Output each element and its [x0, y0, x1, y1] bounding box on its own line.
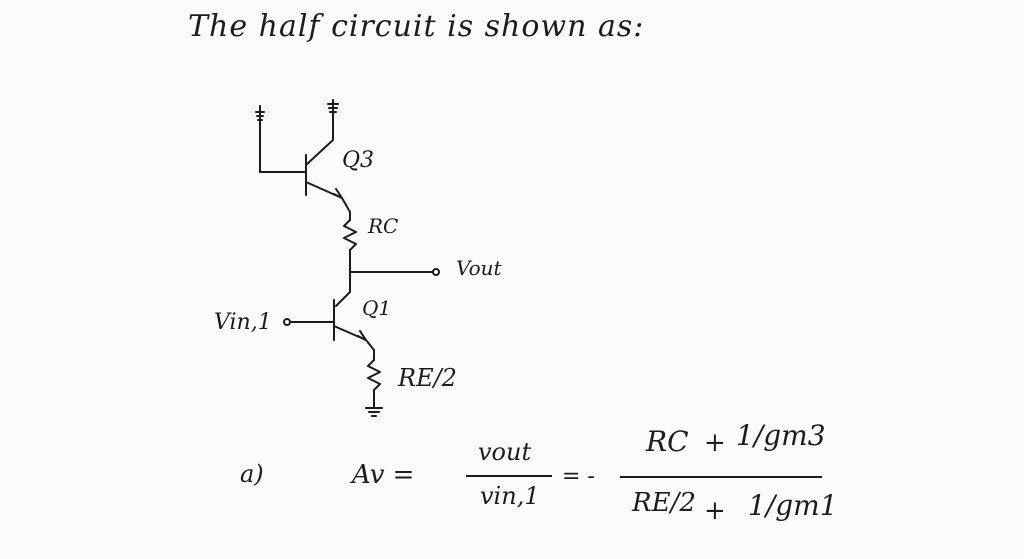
numerator-plus: +	[704, 428, 726, 458]
supply-symbol-left	[255, 105, 265, 127]
vout-label: Vout	[456, 256, 502, 280]
part-label: a)	[240, 460, 264, 488]
supply-symbol-right	[327, 99, 339, 129]
q1-emitter-wire	[365, 339, 375, 361]
q3-base-wire	[259, 125, 306, 173]
transistor-q3	[305, 127, 343, 199]
output-terminal	[432, 268, 440, 276]
av-lhs: Av =	[352, 460, 415, 490]
ground-symbol	[365, 407, 383, 417]
q3-emitter-wire	[341, 197, 351, 221]
numerator-rc: RC	[646, 425, 689, 458]
re-label: RE/2	[398, 364, 457, 392]
q1-label: Q1	[362, 296, 392, 320]
denominator-gm1: 1/gm1	[748, 489, 838, 522]
denominator-re: RE/2	[632, 488, 696, 518]
resistor-rc	[343, 219, 357, 273]
equals-minus: = -	[562, 464, 595, 489]
ratio-numerator: vout	[478, 438, 532, 466]
q1-collector-wire	[335, 271, 351, 307]
main-fraction-bar	[620, 476, 822, 478]
ratio-fraction-bar	[466, 475, 552, 477]
vin-label: Vin,1	[214, 310, 272, 335]
rc-label: RC	[368, 214, 399, 238]
numerator-gm3: 1/gm3	[736, 419, 826, 452]
resistor-re	[367, 359, 381, 409]
page-title: The half circuit is shown as:	[188, 9, 645, 44]
q3-label: Q3	[342, 148, 375, 173]
ratio-denominator: vin,1	[480, 482, 540, 510]
denominator-plus: +	[704, 496, 726, 526]
